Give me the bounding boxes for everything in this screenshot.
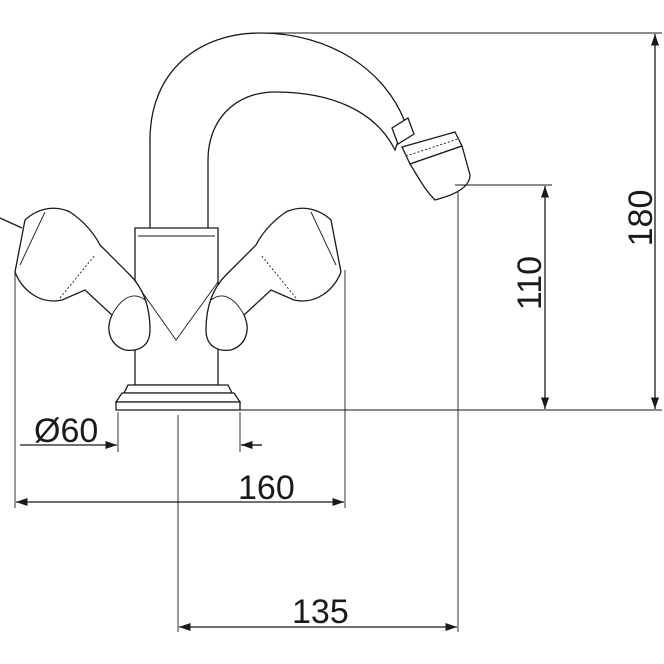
dim-60-label: Ø60	[34, 412, 98, 450]
dim-160-label: 160	[238, 469, 295, 507]
spout-nozzle	[391, 117, 471, 201]
extension-lines	[14, 32, 662, 632]
base	[114, 384, 242, 411]
dimension-lines	[16, 34, 660, 632]
left-handle	[0, 207, 151, 351]
spout	[149, 32, 406, 231]
right-handle	[205, 207, 342, 351]
dim-135-label: 135	[292, 593, 349, 631]
dim-110-label: 110	[511, 256, 549, 310]
dim-180-label: 180	[622, 190, 660, 247]
faucet	[0, 32, 471, 411]
